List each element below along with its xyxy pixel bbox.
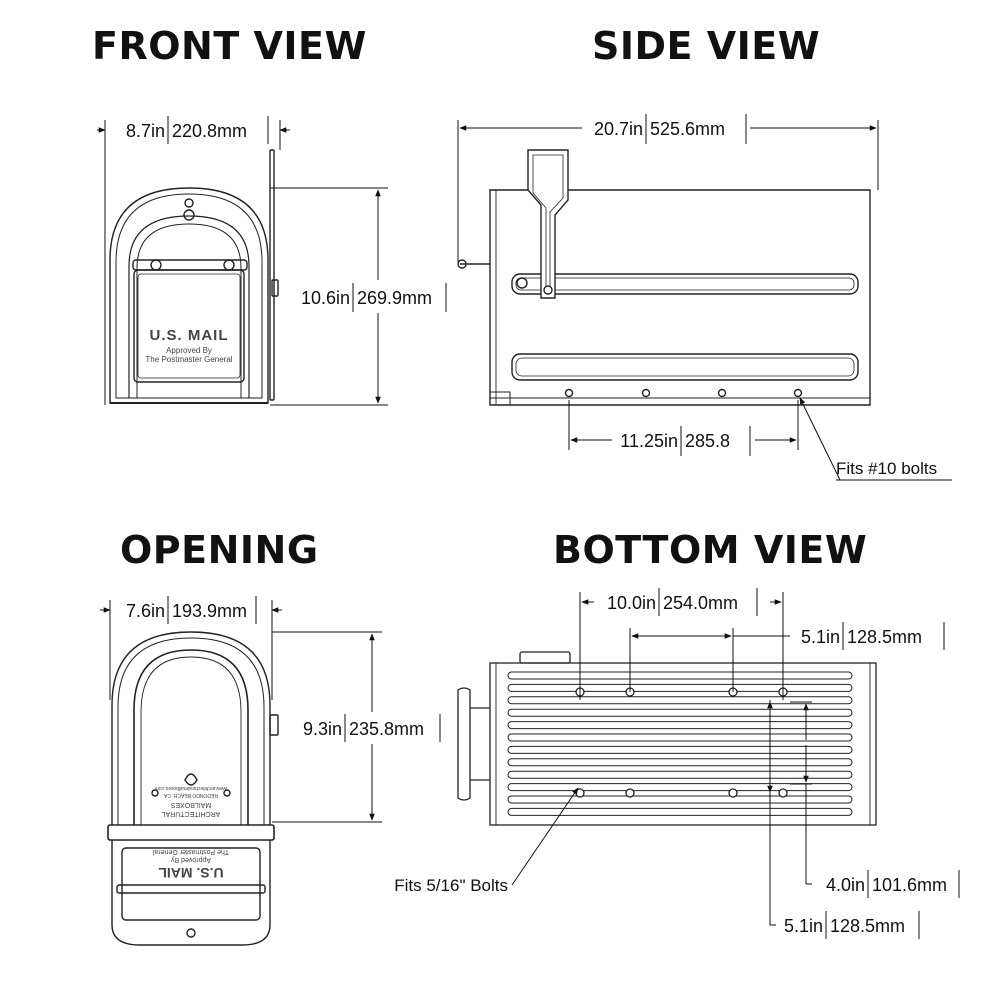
opening-title: OPENING [120, 528, 319, 572]
side-bolt-span-dimension [568, 400, 799, 456]
front-height-in: 10.6in [301, 288, 350, 308]
front-width-dimension [97, 116, 290, 405]
opening-width-mm: 193.9mm [172, 601, 247, 621]
bottom-view-drawing [457, 651, 877, 826]
bottom-view-title: BOTTOM VIEW [553, 528, 868, 572]
opening-door-text: U.S. MAIL Approved By The Postmaster Gen… [152, 848, 229, 881]
front-width-in: 8.7in [126, 121, 165, 141]
front-width-mm: 220.8mm [172, 121, 247, 141]
bottom-rib [507, 696, 853, 705]
opening-plate-4: www.architecturalmailboxes.com [155, 785, 228, 791]
bottom-rib [507, 721, 853, 730]
opening-door-text-3: The Postmaster General [152, 848, 229, 855]
bottom-outer-dimension [579, 588, 784, 700]
bottom-rib [507, 795, 853, 804]
side-bolt-span-in: 11.25in [620, 431, 678, 451]
bottom-rib [507, 683, 853, 692]
opening-height-in: 9.3in [303, 719, 342, 739]
side-length-dimension [457, 114, 879, 262]
opening-plate-2: MAILBOXES [170, 801, 211, 808]
bottom-rib [507, 758, 853, 767]
bottom-bolt-leader [511, 787, 579, 886]
bottom-bolt-hole [575, 788, 585, 798]
bottom-rib [507, 770, 853, 779]
bottom-rib [507, 783, 853, 792]
front-door-text-1: U.S. MAIL [150, 327, 229, 344]
opening-door-text-1: U.S. MAIL [158, 865, 224, 881]
bottom-depth-in: 4.0in [826, 875, 865, 895]
front-door-text-3: The Postmaster General [145, 355, 232, 364]
bottom-depth-mm: 101.6mm [872, 875, 947, 895]
bottom-bolt-note: Fits 5/16" Bolts [394, 876, 508, 895]
bottom-inner-mm: 128.5mm [847, 627, 922, 647]
bottom-outer-in: 10.0in [607, 593, 656, 613]
bottom-rib [507, 807, 853, 816]
side-length-in: 20.7in [594, 119, 643, 139]
bottom-lower-mm: 128.5mm [830, 916, 905, 936]
opening-width-dimension [100, 596, 282, 700]
front-view-drawing [109, 149, 279, 404]
front-height-mm: 269.9mm [357, 288, 432, 308]
bottom-inner-dimension [629, 622, 945, 692]
opening-plate-text: ARCHITECTURAL MAILBOXES REDONDO BEACH, C… [155, 785, 228, 817]
front-view-title: FRONT VIEW [92, 24, 367, 68]
side-bolt-span-mm: 285.8 [685, 431, 730, 451]
bottom-rib [507, 733, 853, 742]
opening-height-dimension [272, 631, 441, 823]
side-view-title: SIDE VIEW [592, 24, 821, 68]
side-length-mm: 525.6mm [650, 119, 725, 139]
side-bolt-note: Fits #10 bolts [836, 459, 937, 478]
opening-height-mm: 235.8mm [349, 719, 424, 739]
bottom-depth-dimension [790, 701, 960, 898]
side-bolt-leader [799, 397, 952, 481]
opening-drawing [107, 631, 279, 946]
side-view-drawing [457, 149, 871, 406]
opening-plate-1: ARCHITECTURAL [162, 810, 221, 817]
bottom-rib [507, 745, 853, 754]
bottom-bolt-hole [625, 788, 635, 798]
front-door-text-2: Approved By [166, 346, 212, 355]
opening-plate-3: REDONDO BEACH, CA [163, 792, 218, 798]
bottom-outer-mm: 254.0mm [663, 593, 738, 613]
bottom-rib [507, 671, 853, 680]
bottom-bolt-hole [728, 788, 738, 798]
bottom-inner-in: 5.1in [801, 627, 840, 647]
bottom-rib [507, 708, 853, 717]
opening-door-text-2: Approved By [170, 856, 211, 863]
bottom-bolt-hole [778, 788, 788, 798]
bottom-lower-in: 5.1in [784, 916, 823, 936]
opening-width-in: 7.6in [126, 601, 165, 621]
front-height-dimension [270, 187, 447, 406]
bottom-lower-dimension [767, 700, 920, 939]
